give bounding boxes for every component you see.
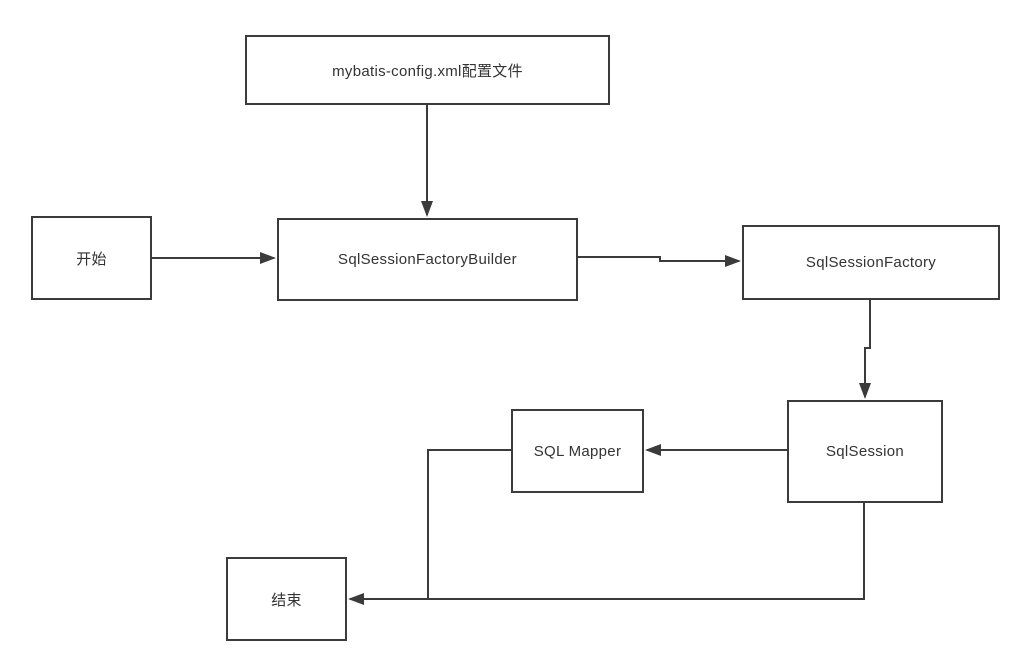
node-start-label: 开始 <box>76 250 107 268</box>
node-sql-mapper-label: SQL Mapper <box>533 442 622 460</box>
node-sqlsessionfactory-label: SqlSessionFactory <box>805 254 937 271</box>
arrow-builder-to-factory <box>578 255 741 267</box>
arrow-factory-to-session <box>859 300 871 399</box>
node-start: 开始 <box>31 216 152 300</box>
node-sqlsessionfactorybuilder: SqlSessionFactoryBuilder <box>277 218 578 301</box>
node-sql-mapper: SQL Mapper <box>511 409 644 493</box>
node-sqlsession: SqlSession <box>787 400 943 503</box>
node-mybatis-config: mybatis-config.xml配置文件 <box>245 35 610 105</box>
line-mapper-to-end-join <box>427 449 511 600</box>
node-mybatis-config-label: mybatis-config.xml配置文件 <box>332 62 523 80</box>
node-sqlsessionfactorybuilder-label: SqlSessionFactoryBuilder <box>338 251 517 268</box>
node-sqlsession-label: SqlSession <box>825 443 905 460</box>
node-end-label: 结束 <box>271 591 302 609</box>
node-sqlsessionfactory: SqlSessionFactory <box>742 225 1000 300</box>
arrow-session-to-end <box>348 502 865 605</box>
node-end: 结束 <box>226 557 347 641</box>
